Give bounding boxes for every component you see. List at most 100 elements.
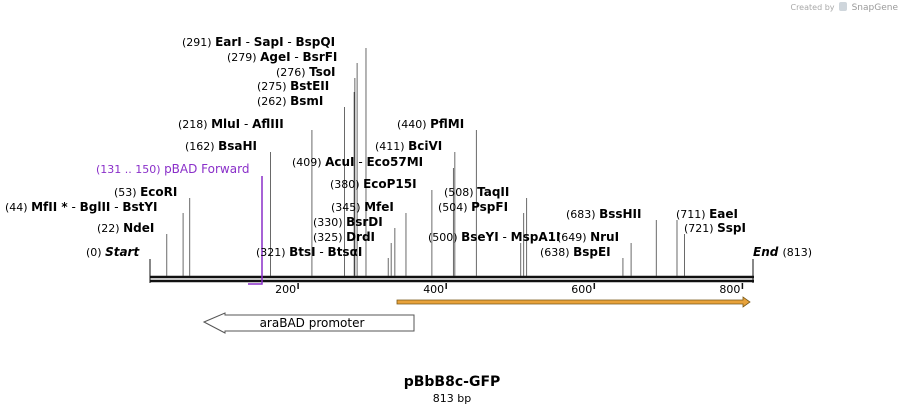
enzyme-name: DrdI	[346, 230, 375, 244]
site-label-11[interactable]: (325) DrdI	[313, 230, 375, 244]
site-position: (321)	[256, 246, 289, 259]
site-position: (440)	[397, 118, 430, 131]
enzyme-name: NruI	[590, 230, 619, 244]
site-label-7[interactable]: (53) EcoRI	[114, 185, 177, 199]
site-label-25[interactable]: (721) SspI	[684, 221, 746, 235]
enzyme-name: MspA1I	[511, 230, 561, 244]
site-separator: -	[242, 35, 254, 49]
site-label-13[interactable]: (345) MfeI	[331, 200, 394, 214]
site-label-8[interactable]: (44) MfII * - BglII - BstYI	[5, 200, 158, 214]
enzyme-name: AcuI	[325, 155, 354, 169]
enzyme-name: AgeI	[260, 50, 290, 64]
enzyme-name: BciVI	[408, 139, 442, 153]
site-separator: -	[499, 230, 511, 244]
credit-brand: SnapGene	[851, 3, 898, 13]
feature-layer: araBAD promoter	[202, 296, 751, 334]
ruler-tick-label-0: 200	[275, 283, 296, 296]
enzyme-name: BsaHI	[218, 139, 257, 153]
site-leader-lines	[166, 48, 685, 276]
site-position: (638)	[540, 246, 573, 259]
enzyme-name: BsrFI	[303, 50, 338, 64]
site-label-23[interactable]: (638) BspEI	[540, 245, 611, 259]
site-label-0[interactable]: (291) EarI - SapI - BspQI	[182, 35, 335, 49]
site-label-24[interactable]: (711) EaeI	[676, 207, 738, 221]
enzyme-name: BstYI	[122, 200, 157, 214]
site-position: (218)	[178, 118, 211, 131]
site-label-12[interactable]: (330) BsrDI	[313, 215, 383, 229]
site-labels: (291) EarI - SapI - BspQI(279) AgeI - Bs…	[5, 35, 746, 259]
site-label-17[interactable]: (440) PflMI	[397, 117, 464, 131]
ruler-tick-label-2: 600	[571, 283, 592, 296]
site-position: (409)	[292, 156, 325, 169]
enzyme-name: BssHII	[599, 207, 641, 221]
site-position: (683)	[566, 208, 599, 221]
enzyme-name: Eco57MI	[366, 155, 423, 169]
site-label-10[interactable]: (321) BtsI - BtsαI	[256, 245, 362, 259]
site-label-4[interactable]: (262) BsmI	[257, 94, 323, 108]
site-position: (279)	[227, 51, 260, 64]
site-label-20[interactable]: (500) BseYI - MspA1I	[428, 230, 560, 244]
site-position: (44)	[5, 201, 31, 214]
enzyme-name: EaeI	[709, 207, 738, 221]
enzyme-name: BsrDI	[346, 215, 383, 229]
enzyme-name: MluI	[211, 117, 240, 131]
site-label-22[interactable]: (649) NruI	[557, 230, 619, 244]
ruler-tick-label-3: 800	[719, 283, 740, 296]
site-separator: -	[68, 200, 80, 214]
enzyme-name: MfII *	[31, 200, 68, 214]
site-separator: -	[355, 155, 367, 169]
start-text: Start	[105, 245, 140, 259]
primer-range: (131 .. 150)	[96, 163, 164, 176]
site-position: (291)	[182, 36, 215, 49]
enzyme-name: BtsI	[289, 245, 316, 259]
site-label-15[interactable]: (409) AcuI - Eco57MI	[292, 155, 423, 169]
primer-label: (131 .. 150) pBAD Forward	[96, 162, 249, 176]
enzyme-name: TsoI	[309, 65, 335, 79]
site-position: (275)	[257, 80, 290, 93]
site-position: (411)	[375, 140, 408, 153]
site-label-5[interactable]: (218) MluI - AflIII	[178, 117, 284, 131]
site-position: (330)	[313, 216, 346, 229]
site-label-1[interactable]: (279) AgeI - BsrFI	[227, 50, 337, 64]
site-separator: -	[110, 200, 122, 214]
site-position: (500)	[428, 231, 461, 244]
site-label-14[interactable]: (380) EcoP15I	[330, 177, 417, 191]
promoter-label: araBAD promoter	[260, 316, 365, 330]
site-label-21[interactable]: (683) BssHII	[566, 207, 641, 221]
enzyme-name: MfeI	[364, 200, 394, 214]
snapgene-logo-icon	[839, 2, 848, 11]
enzyme-name: EarI	[215, 35, 242, 49]
sequence-length: 813 bp	[432, 392, 472, 405]
site-position: (380)	[330, 178, 363, 191]
enzyme-name: EcoRI	[140, 185, 177, 199]
site-position: (345)	[331, 201, 364, 214]
site-separator: -	[240, 117, 252, 131]
site-position: (721)	[684, 222, 717, 235]
primer-pbad-forward[interactable]: (131 .. 150) pBAD Forward	[96, 162, 263, 285]
site-label-6[interactable]: (162) BsaHI	[185, 139, 257, 153]
site-label-16[interactable]: (411) BciVI	[375, 139, 442, 153]
enzyme-name: AflIII	[252, 117, 284, 131]
primer-arrow[interactable]	[248, 176, 263, 285]
end-text: End	[753, 245, 783, 259]
enzyme-name: EcoP15I	[363, 177, 417, 191]
site-position: (711)	[676, 208, 709, 221]
enzyme-name: BsmI	[290, 94, 323, 108]
backbone	[149, 259, 754, 283]
enzyme-name: SapI	[254, 35, 284, 49]
promoter-arrow[interactable]	[202, 312, 415, 334]
enzyme-name: BspQI	[296, 35, 336, 49]
site-label-9[interactable]: (22) NdeI	[97, 221, 154, 235]
orf-arrow[interactable]	[396, 296, 751, 308]
enzyme-name: NdeI	[123, 221, 154, 235]
site-separator: -	[291, 50, 303, 64]
enzyme-name: BspEI	[573, 245, 611, 259]
site-label-3[interactable]: (275) BstEII	[257, 79, 329, 93]
site-label-19[interactable]: (504) PspFI	[438, 200, 508, 214]
enzyme-name: BstEII	[290, 79, 329, 93]
site-label-2[interactable]: (276) TsoI	[276, 65, 336, 79]
site-label-18[interactable]: (508) TaqII	[444, 185, 509, 199]
site-position: (53)	[114, 186, 140, 199]
site-position: (276)	[276, 66, 309, 79]
